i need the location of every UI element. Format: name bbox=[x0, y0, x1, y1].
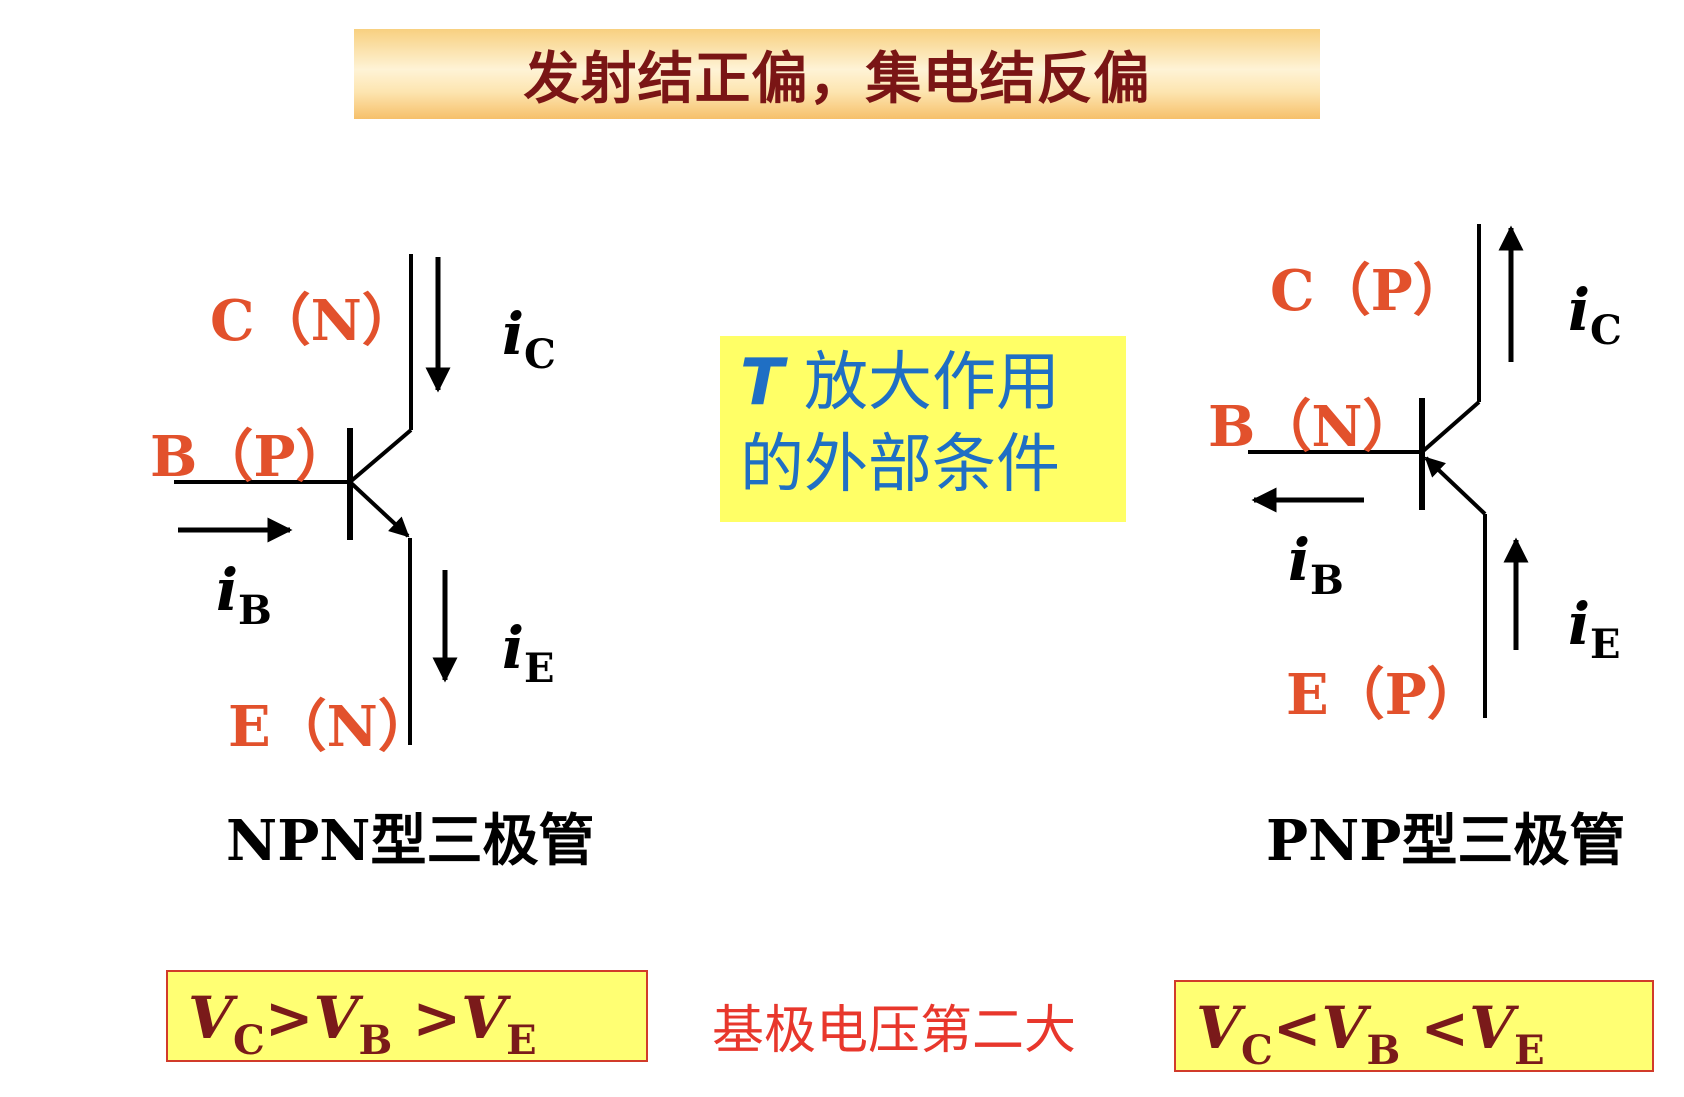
pnp-type-label: PNP型三极管 bbox=[1266, 808, 1626, 874]
pnp-emitter-label: E（P） bbox=[1286, 662, 1483, 728]
npn-emitter-diagonal bbox=[348, 480, 410, 538]
npn-ic-label: iC bbox=[502, 300, 556, 378]
npn-voltage-condition: VC>VB >VE bbox=[166, 970, 648, 1064]
npn-type-label: NPN型三极管 bbox=[226, 808, 595, 874]
npn-symbol bbox=[174, 254, 413, 745]
page-title: 发射结正偏，集电结反偏 bbox=[523, 46, 1151, 112]
npn-collector-label: C（N） bbox=[210, 288, 418, 354]
title-banner: 发射结正偏，集电结反偏 bbox=[354, 29, 1320, 119]
pnp-collector-label: C（P） bbox=[1270, 258, 1469, 324]
npn-emitter-label: E（N） bbox=[228, 694, 434, 760]
base-voltage-note: 基极电压第二大 bbox=[712, 1001, 1077, 1061]
amplification-condition-box: T 放大作用 的外部条件 bbox=[720, 336, 1126, 522]
pnp-voltage-condition: VC<VB <VE bbox=[1174, 980, 1654, 1074]
pnp-base-label: B（N） bbox=[1208, 394, 1419, 460]
pnp-symbol bbox=[1248, 224, 1487, 718]
center-line-2: 的外部条件 bbox=[740, 428, 1060, 502]
pnp-ie-label: iE bbox=[1568, 590, 1621, 668]
npn-ib-label: iB bbox=[216, 556, 272, 634]
pnp-collector-diagonal bbox=[1420, 400, 1481, 454]
pnp-emitter-diagonal bbox=[1424, 456, 1487, 516]
pnp-ib-label: iB bbox=[1288, 526, 1344, 604]
npn-base-label: B（P） bbox=[150, 424, 352, 490]
npn-collector-diagonal bbox=[348, 428, 413, 484]
transistor-symbol: T bbox=[740, 346, 784, 420]
center-line-1: 放大作用 bbox=[804, 346, 1060, 420]
pnp-ic-label: iC bbox=[1568, 276, 1622, 354]
npn-ie-label: iE bbox=[502, 614, 555, 692]
